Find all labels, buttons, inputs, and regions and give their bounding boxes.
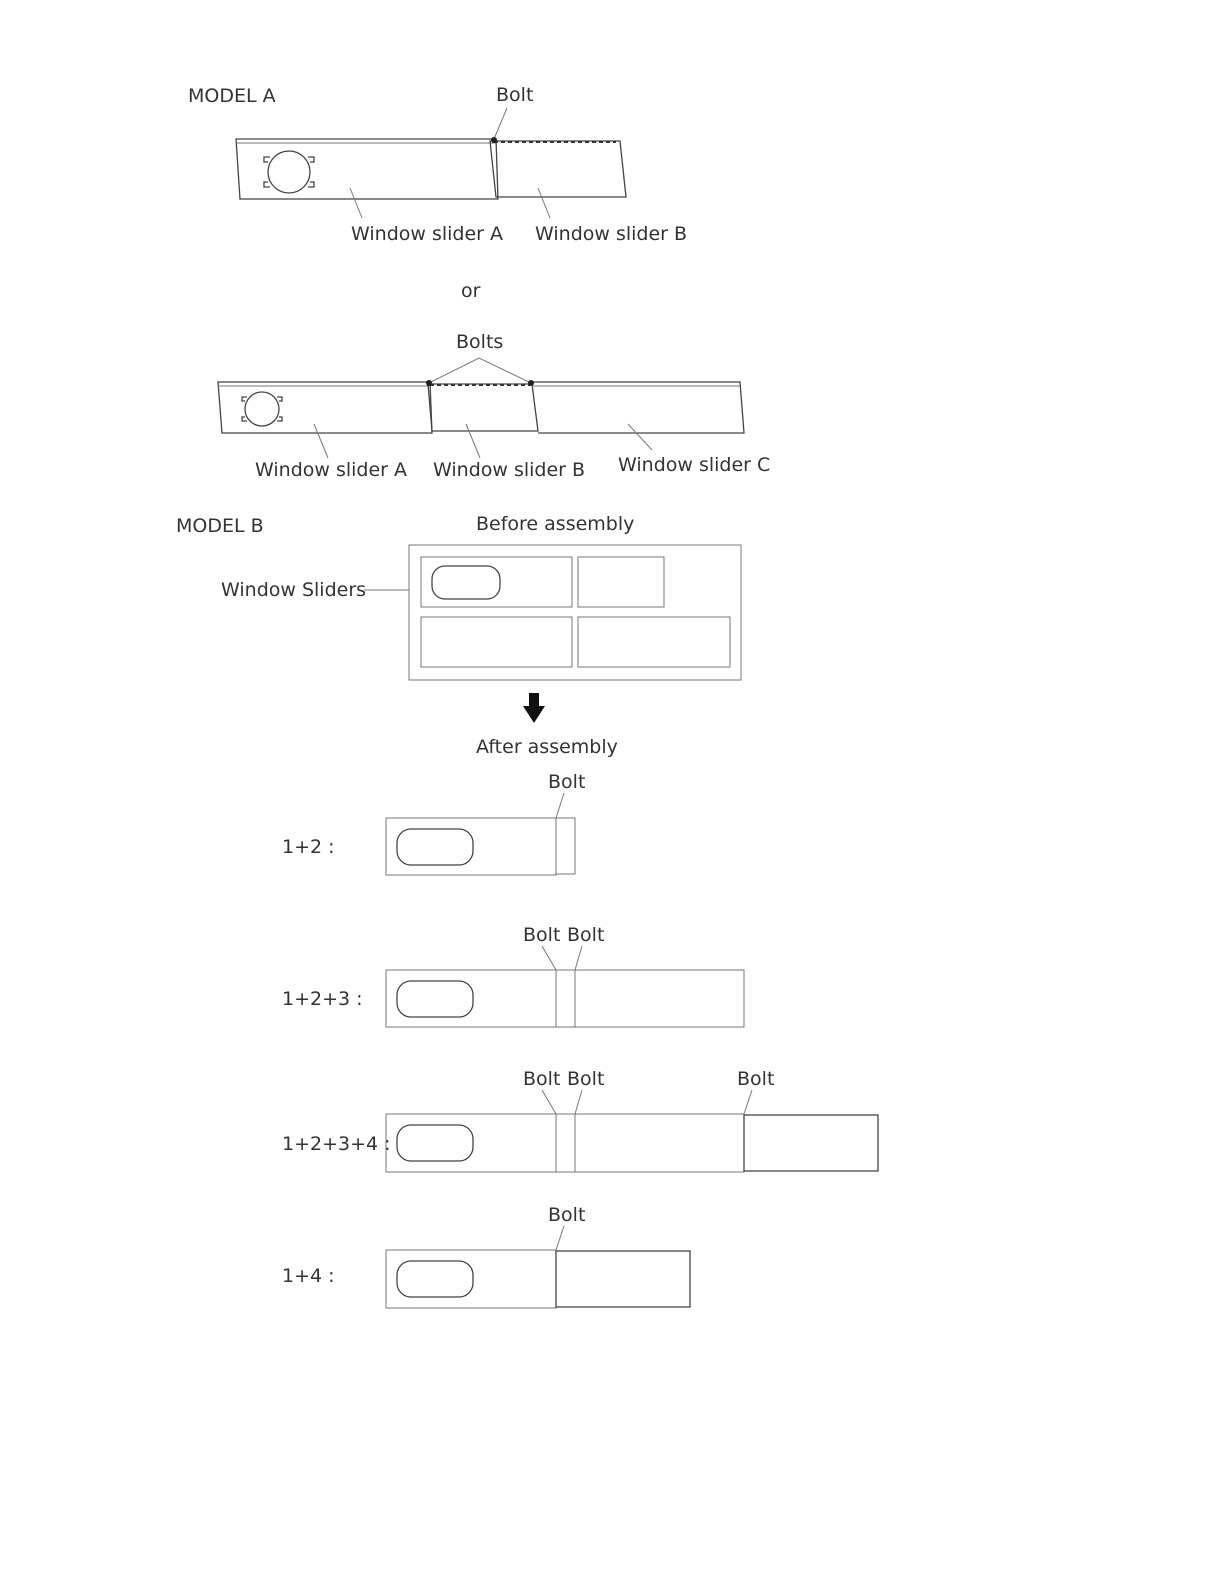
bolt-marker bbox=[491, 137, 497, 143]
hose-opening-icon bbox=[397, 1261, 473, 1297]
bolt-leader bbox=[556, 1226, 564, 1250]
window-sliders-kit: Window Sliders bbox=[221, 545, 741, 680]
bolt-label: Bolt bbox=[567, 1068, 604, 1090]
bolt-leader bbox=[542, 946, 556, 970]
slider-3 bbox=[575, 970, 744, 1027]
after-assembly-label: After assembly bbox=[476, 736, 618, 758]
bolt-marker bbox=[426, 380, 432, 386]
slider-a-label: Window slider A bbox=[351, 223, 503, 245]
bolt-marker bbox=[528, 380, 534, 386]
slider-a-leader bbox=[314, 424, 328, 458]
before-assembly-label: Before assembly bbox=[476, 513, 634, 535]
model-a-heading: MODEL A bbox=[188, 85, 276, 107]
slider-2 bbox=[556, 1114, 575, 1172]
combo-label: 1+2 : bbox=[282, 836, 335, 858]
window-slider-a bbox=[218, 382, 432, 433]
combo-1-2-3: 1+2+3 : Bolt Bolt bbox=[282, 924, 744, 1027]
hose-opening-icon bbox=[242, 392, 282, 426]
combo-1-2: 1+2 : Bolt bbox=[282, 771, 585, 875]
combo-1-4: 1+4 : Bolt bbox=[282, 1204, 690, 1308]
hose-opening-icon bbox=[397, 1125, 473, 1161]
slider-2 bbox=[556, 818, 575, 874]
slider-4 bbox=[744, 1115, 878, 1171]
bolts-label: Bolts bbox=[456, 331, 503, 353]
kit-frame bbox=[409, 545, 741, 680]
hose-opening-icon bbox=[397, 981, 473, 1017]
bolt-label: Bolt bbox=[567, 924, 604, 946]
bolt-leader bbox=[494, 108, 507, 139]
combo-1-2-3-4: 1+2+3+4 : Bolt Bolt Bolt bbox=[282, 1068, 878, 1172]
kit-slider-4 bbox=[578, 617, 730, 667]
model-a-variant-2: Bolts Window slider A Window slider B bbox=[218, 331, 770, 481]
slider-a-label: Window slider A bbox=[255, 459, 407, 481]
slider-1 bbox=[386, 1250, 556, 1308]
bolt-leader bbox=[744, 1090, 752, 1114]
window-slider-b bbox=[428, 384, 538, 431]
window-slider-c bbox=[532, 382, 744, 433]
bolt-label: Bolt bbox=[496, 84, 533, 106]
slider-b-label: Window slider B bbox=[535, 223, 687, 245]
bolt-leader bbox=[542, 1090, 556, 1114]
slider-1 bbox=[386, 970, 556, 1027]
window-sliders-label: Window Sliders bbox=[221, 579, 366, 601]
slider-b-leader bbox=[466, 424, 480, 458]
combo-label: 1+2+3 : bbox=[282, 988, 363, 1010]
slider-c-label: Window slider C bbox=[618, 454, 770, 476]
combo-label: 1+2+3+4 : bbox=[282, 1133, 391, 1155]
hose-opening-icon bbox=[432, 566, 500, 599]
bolt-leader bbox=[575, 1090, 582, 1114]
bolt-leader bbox=[575, 946, 582, 970]
slider-c-leader bbox=[628, 424, 652, 450]
kit-slider-2 bbox=[578, 557, 664, 607]
slider-1 bbox=[386, 1114, 556, 1172]
bolt-label: Bolt bbox=[523, 924, 560, 946]
bolt-label: Bolt bbox=[523, 1068, 560, 1090]
hose-opening-icon bbox=[264, 151, 314, 193]
combo-label: 1+4 : bbox=[282, 1265, 335, 1287]
model-a-variant-1: Bolt Window slider A Window slider B bbox=[236, 84, 687, 245]
bolt-label: Bolt bbox=[548, 1204, 585, 1226]
slider-b-label: Window slider B bbox=[433, 459, 585, 481]
slider-b-leader bbox=[538, 188, 550, 218]
down-arrow-icon bbox=[523, 693, 545, 723]
kit-slider-3 bbox=[421, 617, 572, 667]
or-label: or bbox=[461, 280, 481, 302]
slider-4 bbox=[556, 1251, 690, 1307]
slider-3 bbox=[575, 1114, 744, 1172]
bolt-leader bbox=[556, 793, 564, 818]
hose-opening-icon bbox=[397, 829, 473, 865]
slider-a-leader bbox=[350, 188, 362, 218]
slider-1 bbox=[386, 818, 556, 875]
slider-2 bbox=[556, 970, 575, 1027]
window-slider-a bbox=[236, 139, 498, 199]
window-slider-b bbox=[490, 141, 626, 197]
model-b-heading: MODEL B bbox=[176, 515, 264, 537]
bolts-leader bbox=[429, 358, 531, 383]
bolt-label: Bolt bbox=[737, 1068, 774, 1090]
bolt-label: Bolt bbox=[548, 771, 585, 793]
